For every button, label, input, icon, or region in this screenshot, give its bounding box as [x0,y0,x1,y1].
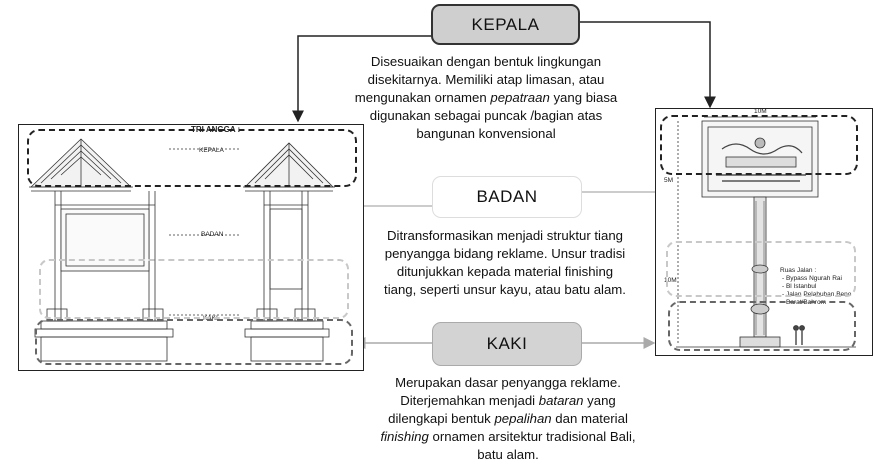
kaki-description: Merupakan dasar penyangga reklame. Diter… [380,375,636,462]
right-kepala-highlight [660,115,858,175]
right-top-dim: 10M [754,108,767,115]
left-badan-highlight [39,259,349,319]
left-drawing-panel: TRI ANGGA : KEPALA BADAN KAKI [18,124,364,371]
billboard-elevation [676,116,856,348]
kaki-label: KAKI [486,334,528,353]
kepala-description: Disesuaikan dengan bentuk lingkungan dis… [354,54,618,141]
kepala-arrow-right [580,21,716,109]
right-legend-item-1: - Bypass Ngurah Rai [782,275,842,282]
kepala-label-box: KEPALA [431,4,580,45]
right-kaki-highlight [668,301,856,351]
badan-description: Ditransformasikan menjadi struktur tiang… [384,228,626,297]
right-legend-item-2: - Bl Istanbul [782,283,817,290]
left-kepala-label: KEPALA [199,147,224,154]
tri-angga-elevation [29,138,335,362]
badan-label-box: BADAN [432,176,582,218]
left-kaki-highlight [35,319,353,365]
kepala-arrow-left [292,35,432,123]
left-badan-label: BADAN [201,231,224,238]
right-legend-title: Ruas Jalan : [780,267,817,274]
right-badan-highlight [666,241,856,297]
badan-label: BADAN [476,187,538,206]
right-dim-5m: 5M [664,177,674,184]
right-drawing-panel: 10M 5M 10M Ruas Jalan : - Bypass Ngurah … [655,108,873,356]
right-dim-10m: 10M [664,277,677,284]
right-legend-item-3: - Jalan Pelabuhan Beno [782,291,852,298]
kaki-label-box: KAKI [432,322,582,366]
kepala-label: KEPALA [471,14,540,34]
left-kepala-highlight [27,129,357,187]
